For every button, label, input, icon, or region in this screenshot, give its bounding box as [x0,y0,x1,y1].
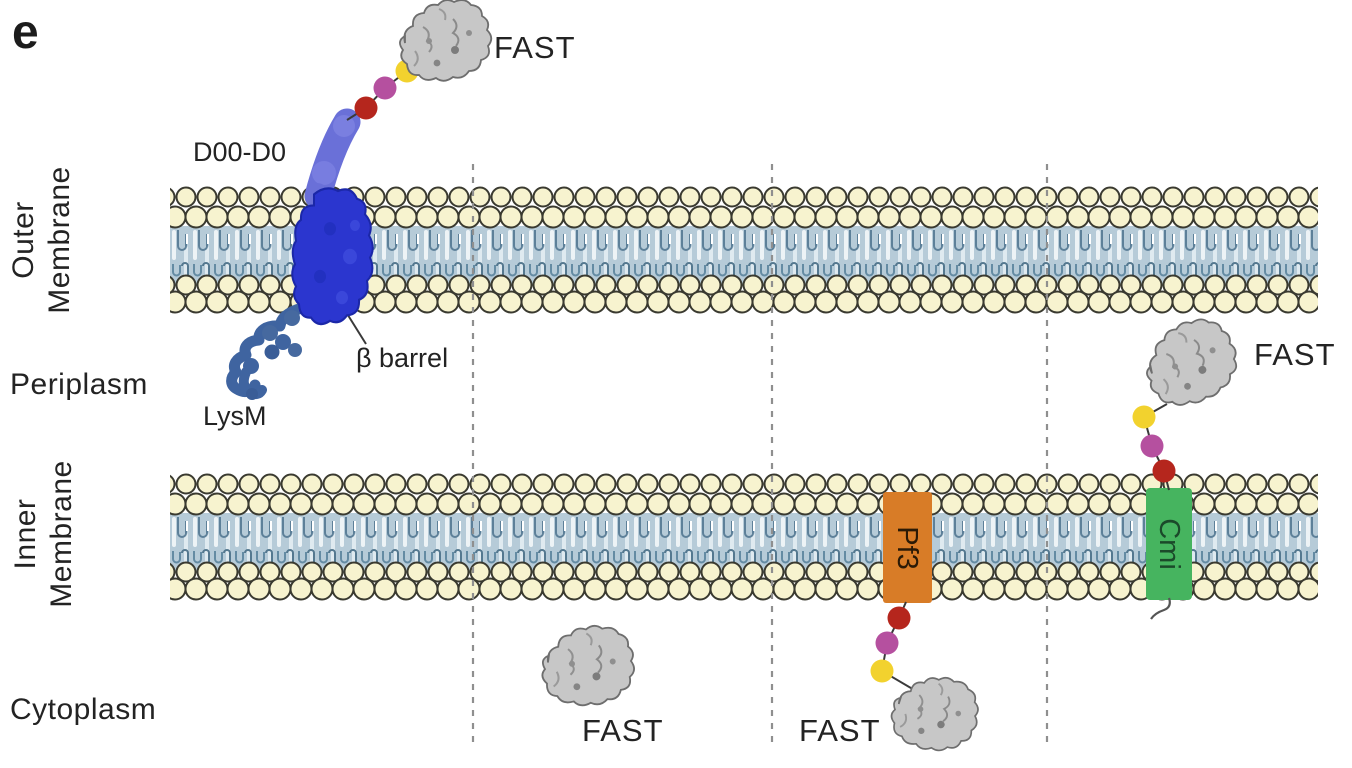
lysm-domain [226,302,308,400]
cmi-c-terminal-tail [1150,597,1171,620]
purple-bead [1140,434,1164,458]
beta-barrel-domain [291,187,374,326]
d00-d0-arm [304,108,361,210]
label-fast-cytoplasm: FAST [582,713,664,748]
fast-protein-blob-top [398,0,493,82]
section-divider-dashed-lines [471,164,1049,744]
purple-bead [875,631,899,655]
fast-protein-blob-cytoplasm [536,618,641,713]
label-pf3: Pf3 [891,526,924,570]
label-fast-pf3: FAST [799,713,881,748]
red-bead [354,96,378,120]
cmi-rect [1146,488,1192,600]
fast-protein-blob-cmi [1137,312,1246,413]
panel-label: e [12,6,39,59]
yellow-bead [1132,405,1156,429]
compartment-label-cytoplasm: Cytoplasm [10,693,157,726]
label-d00-d0: D00-D0 [193,137,287,167]
label-beta-barrel: β barrel [356,343,449,373]
compartment-label-inner-membrane: Inner Membrane [9,460,78,608]
inner-membrane-bilayer [170,473,1318,601]
compartment-label-outer-membrane: Outer Membrane [7,166,76,314]
red-bead [1152,459,1176,483]
label-fast-cmi: FAST [1254,337,1336,372]
cmi-anchor [1132,403,1192,620]
pf3-anchor [870,492,932,692]
label-cmi: Cmi [1153,518,1186,570]
red-bead [887,606,911,630]
beta-barrel-pointer-line [345,311,367,345]
pf3-rect [883,492,932,603]
yellow-bead [870,659,894,683]
fast-protein-blob-pf3 [882,663,989,764]
intimin-anchor-protein [226,108,374,400]
compartment-label-periplasm: Periplasm [10,368,148,401]
label-lysm: LysM [203,401,267,431]
purple-bead [373,76,397,100]
label-fast-top: FAST [494,30,576,65]
